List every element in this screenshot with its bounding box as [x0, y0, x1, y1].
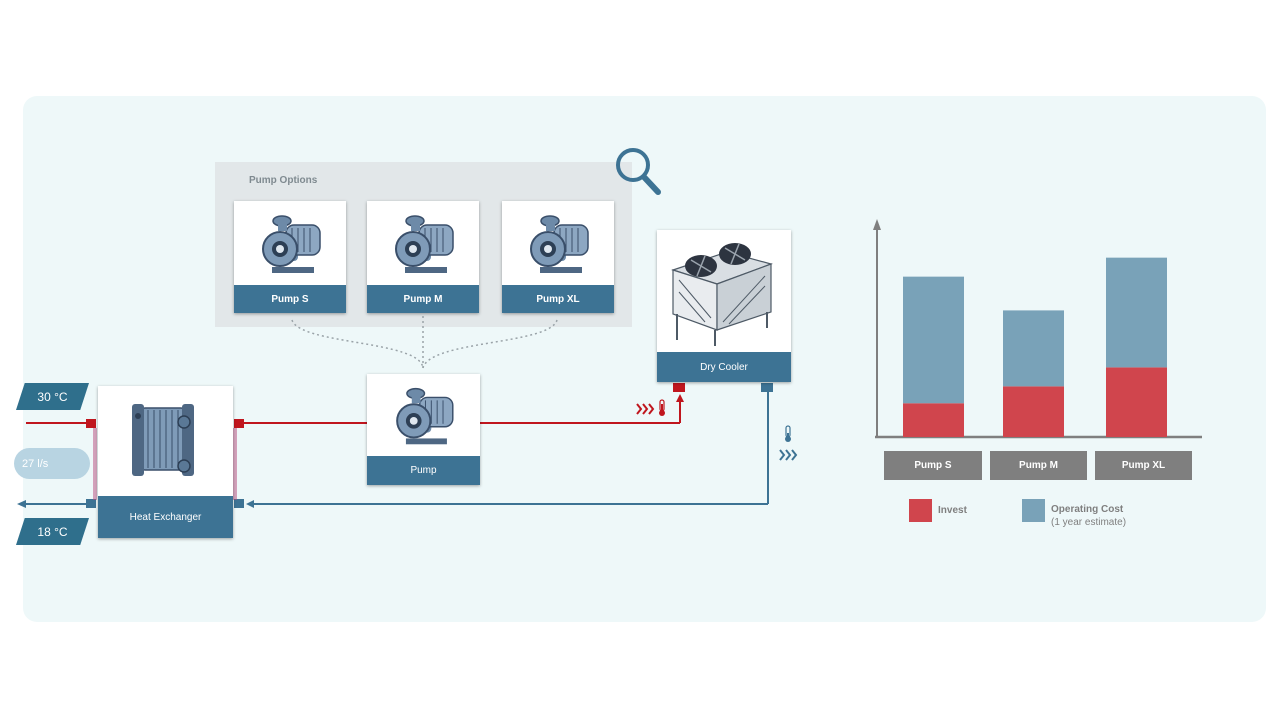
heat-exchanger-icon — [132, 404, 194, 476]
selected-pump-label: Pump — [367, 456, 480, 485]
chart-category-label: Pump M — [990, 451, 1087, 480]
bar-operating-pump-xl — [1106, 257, 1167, 368]
bar-invest-pump-m — [1003, 386, 1064, 437]
selected-pump-card[interactable]: Pump — [367, 374, 480, 485]
flow-chevron-icon — [636, 403, 655, 415]
heat-exchanger-card[interactable]: Heat Exchanger — [98, 386, 233, 538]
pump-option-card-xl[interactable]: Pump XL — [502, 201, 614, 313]
dry-cooler-card[interactable]: Dry Cooler — [657, 230, 791, 382]
legend-label-operating: Operating Cost — [1051, 504, 1124, 515]
pump-option-label: Pump M — [367, 285, 479, 313]
outlet-temperature: 18 °C — [16, 518, 89, 545]
legend-label-invest: Invest — [938, 505, 967, 516]
inlet-temperature: 30 °C — [16, 383, 89, 410]
bar-operating-pump-s — [903, 276, 964, 404]
pump-option-label: Pump XL — [502, 285, 614, 313]
chart-category-label: Pump XL — [1095, 451, 1192, 480]
heat-exchanger-label: Heat Exchanger — [98, 496, 233, 538]
pump-option-card-s[interactable]: Pump S — [234, 201, 346, 313]
thermometer-hot-icon — [659, 399, 665, 416]
legend-note-operating: (1 year estimate) — [1051, 517, 1127, 528]
chart-category-label: Pump S — [884, 451, 982, 480]
pump-options-title: Pump Options — [249, 175, 318, 186]
flow-rate: 27 l/s — [14, 448, 90, 479]
legend-swatch-invest — [909, 499, 932, 522]
bar-invest-pump-xl — [1106, 367, 1167, 437]
legend-swatch-operating — [1022, 499, 1045, 522]
pump-option-card-m[interactable]: Pump M — [367, 201, 479, 313]
dry-cooler-label: Dry Cooler — [657, 352, 791, 382]
flow-chevron-icon — [779, 449, 798, 461]
pump-option-label: Pump S — [234, 285, 346, 313]
magnifier-icon[interactable] — [612, 146, 664, 198]
bar-invest-pump-s — [903, 403, 964, 437]
dry-cooler-icon — [671, 243, 773, 346]
bar-operating-pump-m — [1003, 310, 1064, 387]
thermometer-cold-icon — [785, 425, 791, 442]
